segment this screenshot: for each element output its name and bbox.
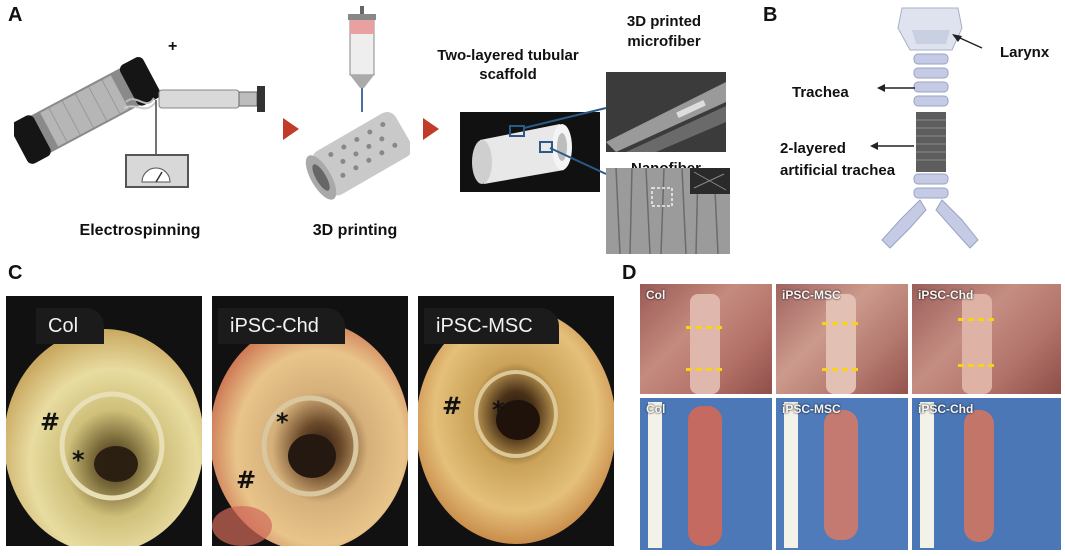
- star-marker: *: [72, 446, 85, 474]
- trachea-pointer: [877, 84, 915, 92]
- endoscopy-tag: Col: [36, 308, 105, 344]
- endoscopy-tag: iPSC-MSC: [424, 308, 559, 344]
- specimen-photo-ipsc-chd: iPSC-Chd: [912, 398, 1061, 550]
- panel-c-label: C: [8, 262, 23, 284]
- panel-b-label: B: [763, 4, 778, 26]
- microfiber-sem-image: [606, 72, 726, 152]
- surgical-photo-ipsc-msc: iPSC-MSC: [776, 284, 908, 394]
- photo-label: Col: [646, 402, 666, 416]
- endoscopy-image-ipsc-msc: iPSC-MSC # *: [418, 296, 614, 546]
- photo-label: Col: [646, 288, 666, 302]
- arrow-icon: [283, 118, 299, 140]
- panel-d-label: D: [622, 262, 637, 284]
- hash-marker: #: [442, 392, 463, 420]
- printed-microfiber-label: 3D printed microfiber: [626, 13, 702, 50]
- hash-marker: #: [236, 466, 257, 494]
- arrow-icon: [423, 118, 439, 140]
- photo-label: iPSC-Chd: [918, 288, 974, 302]
- endoscopy-tag: iPSC-Chd: [218, 308, 345, 344]
- trachea-illustration: [881, 7, 983, 249]
- plus-sign: +: [168, 38, 178, 55]
- scaffold-title: Two-layered tubular scaffold: [437, 47, 579, 83]
- trachea-label: Trachea: [792, 84, 849, 101]
- endoscopy-image-ipsc-chd: iPSC-Chd * #: [212, 296, 408, 546]
- specimen-photo-col: Col: [640, 398, 772, 550]
- photo-label: iPSC-MSC: [782, 288, 841, 302]
- artificial-trachea-label: 2-layered artificial trachea: [780, 140, 896, 179]
- star-marker: *: [276, 408, 289, 436]
- panel-d-photo-grid: Col iPSC-MSC iPSC-Chd Col iPSC-MSC iPSC-…: [640, 284, 1061, 550]
- 3d-printing-caption: 3D printing: [312, 222, 398, 239]
- electrospinning-caption: Electrospinning: [79, 222, 201, 239]
- endoscopy-image-col: Col # *: [6, 296, 202, 546]
- surgical-photo-col: Col: [640, 284, 772, 394]
- hash-marker: #: [40, 408, 61, 436]
- larynx-label: Larynx: [1000, 44, 1050, 61]
- 3d-printing-illustration: [305, 6, 410, 200]
- star-marker: *: [492, 396, 505, 424]
- surgical-photo-ipsc-chd: iPSC-Chd: [912, 284, 1061, 394]
- connector-lines: [523, 107, 607, 175]
- panel-a-label: A: [8, 4, 23, 26]
- photo-label: iPSC-Chd: [918, 402, 974, 416]
- specimen-photo-ipsc-msc: iPSC-MSC: [776, 398, 908, 550]
- electrospinning-illustration: [14, 57, 265, 188]
- photo-label: iPSC-MSC: [782, 402, 841, 416]
- nanofiber-sem-image: [606, 168, 730, 254]
- artificial-pointer: [870, 142, 914, 150]
- scaffold-photo: [460, 112, 600, 192]
